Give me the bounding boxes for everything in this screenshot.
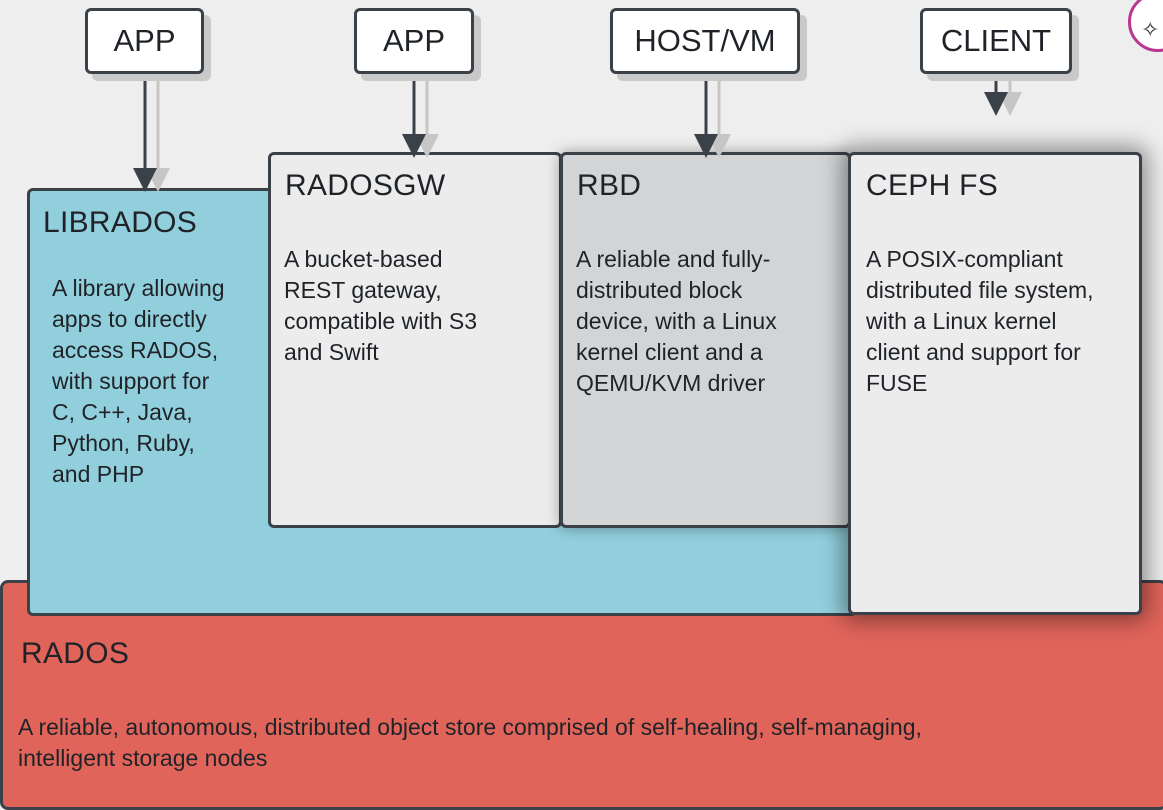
rbd-description: A reliable and fully- distributed block … (576, 246, 777, 396)
app-box-2: APP (354, 8, 474, 74)
radosgw-description: A bucket-based REST gateway, compatible … (284, 246, 478, 365)
hostvm-box: HOST/VM (610, 8, 800, 74)
rados-title: RADOS (21, 637, 130, 670)
librados-description: A library allowing apps to directly acce… (52, 275, 225, 487)
rados-description: A reliable, autonomous, distributed obje… (18, 714, 922, 771)
client-box: CLIENT (920, 8, 1072, 74)
app-box-1: APP (85, 8, 204, 74)
librados-title: LIBRADOS (43, 206, 198, 239)
rbd-title: RBD (577, 169, 642, 202)
rados-layer: RADOS A reliable, autonomous, distribute… (0, 580, 1163, 810)
rbd-box: RBD A reliable and fully- distributed bl… (560, 152, 851, 528)
cephfs-description: A POSIX-compliant distributed file syste… (866, 246, 1094, 396)
radosgw-box: RADOSGW A bucket-based REST gateway, com… (268, 152, 562, 528)
radosgw-title: RADOSGW (285, 169, 446, 202)
cephfs-title: CEPH FS (866, 169, 999, 202)
cephfs-box: CEPH FS A POSIX-compliant distributed fi… (848, 152, 1142, 615)
